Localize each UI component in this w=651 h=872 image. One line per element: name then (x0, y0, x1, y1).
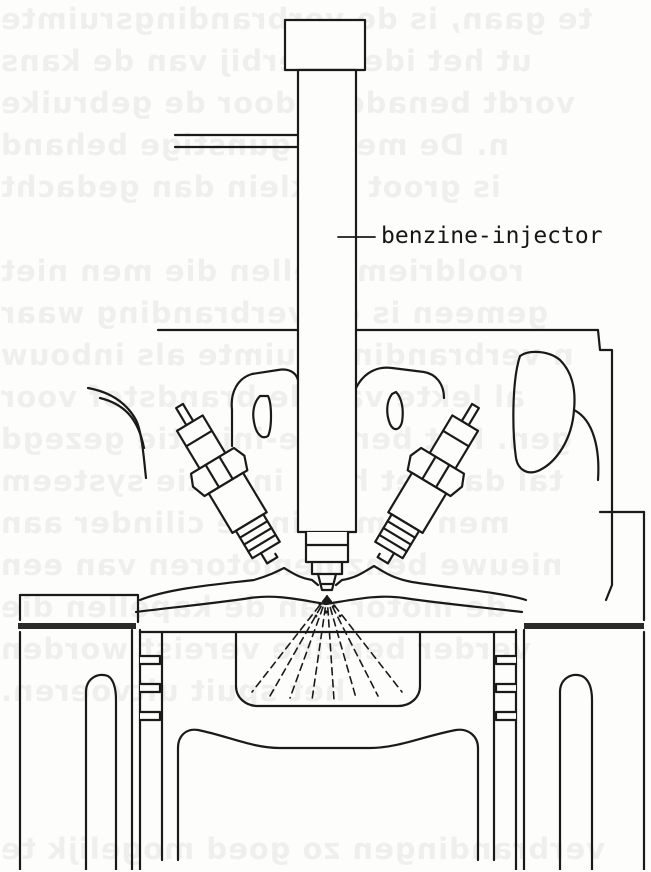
head-right-inner (572, 408, 600, 482)
spray-line (251, 595, 328, 693)
cylinder-head (86, 328, 614, 614)
plug-left-hex-face (204, 463, 221, 489)
injector-nozzle-tip (316, 572, 338, 592)
block-left-coolant (84, 673, 118, 870)
piston (138, 630, 518, 862)
chamber-roof-left (138, 566, 320, 602)
plug-right-hex-face (434, 463, 451, 489)
plug-left-electrode (259, 551, 279, 565)
block-right-coolant (558, 673, 594, 870)
piston-bowl (234, 630, 422, 708)
ring-groove-right (494, 682, 518, 694)
injector-body (296, 68, 358, 534)
spray-line (289, 595, 328, 699)
ring-groove-right (494, 654, 518, 666)
head-left-inner (98, 396, 146, 450)
spray-line (269, 595, 328, 697)
block-left-top (18, 593, 140, 624)
plug-left-thread-line (242, 526, 273, 546)
spray-line (326, 595, 403, 693)
injector-label: benzine-injector (381, 223, 603, 249)
spray-line (326, 595, 335, 701)
coolant-passage-right (386, 390, 404, 431)
plug-right-electrode (376, 551, 396, 565)
fuel-spray (251, 595, 403, 701)
ring-groove-left (138, 710, 162, 722)
spark-plug-left (174, 402, 281, 565)
chamber-floor (134, 595, 524, 614)
injector-cap (283, 18, 367, 72)
ring-groove-left (138, 682, 162, 694)
plug-right-hex-face (421, 455, 437, 481)
plug-right-rib (441, 429, 470, 448)
piston-interior (176, 728, 480, 862)
plug-right-thread-line (386, 520, 417, 539)
plug-left-hex-nut (189, 446, 249, 498)
spray-line (326, 595, 379, 697)
spray-droplets (314, 602, 342, 618)
plug-left-thread-line (238, 520, 269, 539)
gasket-right (524, 623, 644, 629)
injector-nozzle-upper (310, 560, 344, 576)
plug-left-rib (185, 429, 214, 448)
head-gasket (18, 623, 644, 629)
ring-groove-left (138, 654, 162, 666)
injector (283, 18, 367, 592)
head-right-port-wall (354, 366, 446, 400)
head-left-outer (86, 386, 148, 480)
plug-right-thread-line (378, 533, 408, 553)
plug-left-thread-line (247, 533, 277, 553)
spray-line (326, 595, 357, 699)
engine-block (18, 510, 646, 870)
coolant-passage-left (252, 394, 273, 439)
water-jacket-right (512, 350, 576, 474)
head-right-wall (596, 328, 614, 602)
head-left-port-wall (230, 368, 300, 412)
plug-right-hex-nut (406, 446, 466, 498)
chamber-roof-right (334, 564, 528, 602)
spray-line (311, 595, 328, 701)
gasket-left (18, 623, 136, 629)
injector-collar (304, 530, 350, 564)
spark-plug-right (374, 402, 481, 565)
plug-left-hex-face (218, 455, 234, 481)
plug-right-thread-line (382, 526, 413, 546)
ring-groove-right (494, 710, 518, 722)
